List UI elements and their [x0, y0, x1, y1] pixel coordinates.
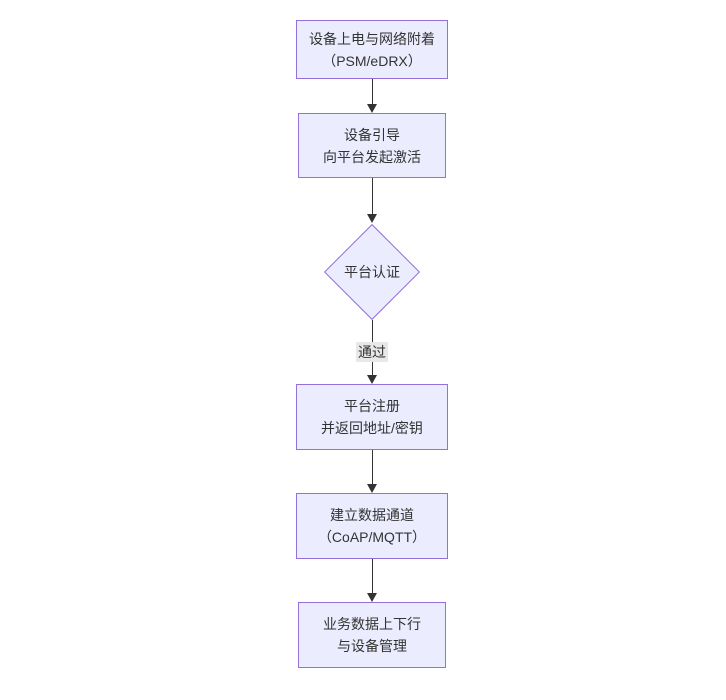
arrowhead-icon [367, 104, 377, 113]
arrowhead-icon [367, 593, 377, 602]
node-register: 平台注册 并返回地址/密钥 [296, 384, 448, 450]
node-power-attach-line1: 设备上电与网络附着 [309, 30, 435, 47]
node-register-line2: 并返回地址/密钥 [321, 420, 423, 436]
edge-register-to-channel [372, 450, 373, 484]
edge-power-to-bootstrap [372, 79, 373, 104]
arrowhead-icon [367, 214, 377, 223]
node-auth-label: 平台认证 [344, 264, 400, 280]
arrowhead-icon [367, 484, 377, 493]
node-channel-line1: 建立数据通道 [330, 507, 414, 523]
edge-channel-to-business [372, 559, 373, 593]
node-bootstrap-line2: 向平台发起激活 [323, 148, 421, 165]
edge-bootstrap-to-auth [372, 178, 373, 214]
edge-label-pass: 通过 [356, 342, 388, 362]
node-power-attach: 设备上电与网络附着 （PSM/eDRX） [296, 20, 448, 79]
node-business-line1: 业务数据上下行 [323, 616, 421, 632]
node-register-line1: 平台注册 [344, 398, 400, 414]
node-bootstrap-line1: 设备引导 [344, 126, 400, 143]
arrowhead-icon [367, 375, 377, 384]
node-business-line2: 与设备管理 [337, 638, 407, 654]
node-business: 业务数据上下行 与设备管理 [298, 602, 446, 668]
node-channel-line2: （CoAP/MQTT） [317, 529, 427, 545]
node-bootstrap: 设备引导 向平台发起激活 [298, 113, 446, 178]
node-power-attach-line2: （PSM/eDRX） [322, 52, 422, 69]
node-channel: 建立数据通道 （CoAP/MQTT） [296, 493, 448, 559]
